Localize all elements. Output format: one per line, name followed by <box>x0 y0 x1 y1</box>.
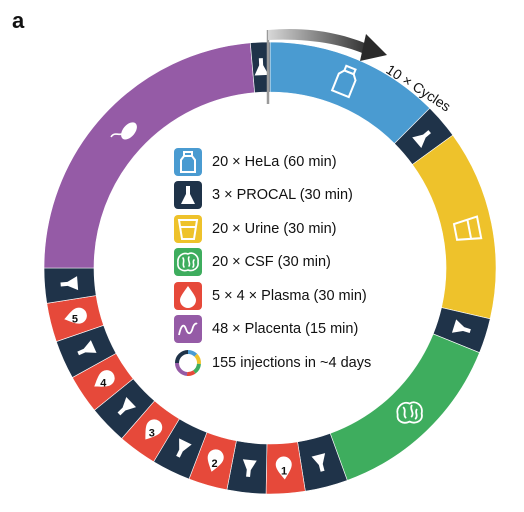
plasma-number: 3 <box>149 428 155 440</box>
legend-item-placenta: 48 × Placenta (15 min) <box>174 315 424 344</box>
vial-icon <box>176 438 192 458</box>
placenta-icon <box>174 315 202 344</box>
vial-icon <box>451 319 471 334</box>
numbered-drop-icon: 5 <box>64 307 87 326</box>
vial-icon <box>254 58 269 76</box>
legend-label: 20 × HeLa (60 min) <box>212 153 337 170</box>
cycle-arrow-shaft <box>268 28 372 56</box>
plasma-number: 2 <box>212 458 218 470</box>
legend-label: 20 × Urine (30 min) <box>212 220 337 237</box>
placenta-icon <box>110 122 137 140</box>
brain-icon <box>396 401 423 424</box>
legend-label: 155 injections in ~4 days <box>212 355 372 372</box>
bottle-icon <box>174 147 202 176</box>
legend-item-urine: 20 × Urine (30 min) <box>174 214 424 243</box>
legend: 20 × HeLa (60 min) 3 × PROCAL (30 min) 2… <box>174 147 424 382</box>
ring-icons: 1 2 3 4 5 <box>60 58 483 480</box>
brain-icon <box>174 248 202 277</box>
vial-icon <box>311 453 326 472</box>
plasma-number: 4 <box>100 377 107 389</box>
legend-item-hela: 20 × HeLa (60 min) <box>174 147 424 176</box>
legend-label: 48 × Placenta (15 min) <box>212 321 359 338</box>
legend-label: 5 × 4 × Plasma (30 min) <box>212 287 367 304</box>
cycle-arrow-head <box>360 34 387 61</box>
numbered-drop-icon: 4 <box>94 370 115 389</box>
legend-item-plasma: 5 × 4 × Plasma (30 min) <box>174 281 424 310</box>
numbered-drop-icon: 2 <box>207 449 224 472</box>
vial-icon <box>242 459 257 478</box>
vial-icon <box>174 181 202 210</box>
cycle-arrow <box>266 28 387 104</box>
vial-icon <box>412 130 431 148</box>
vial-icon <box>77 340 97 356</box>
cup-icon <box>174 214 202 243</box>
cup-icon <box>452 215 483 241</box>
numbered-drop-icon: 1 <box>275 456 292 480</box>
legend-item-procal: 3 × PROCAL (30 min) <box>174 181 424 210</box>
legend-label: 3 × PROCAL (30 min) <box>212 187 353 204</box>
plasma-number: 5 <box>72 314 78 326</box>
legend-label: 20 × CSF (30 min) <box>212 254 331 271</box>
drop-icon <box>174 281 202 310</box>
legend-item-total: 155 injections in ~4 days <box>174 349 424 378</box>
numbered-drop-icon: 3 <box>145 419 163 440</box>
bottle-icon <box>330 64 357 99</box>
plasma-number: 1 <box>281 466 287 478</box>
panel-label: a <box>12 8 25 33</box>
vial-icon <box>117 397 137 416</box>
vial-icon <box>60 276 79 291</box>
ring-icon <box>174 349 202 377</box>
legend-item-csf: 20 × CSF (30 min) <box>174 248 424 277</box>
